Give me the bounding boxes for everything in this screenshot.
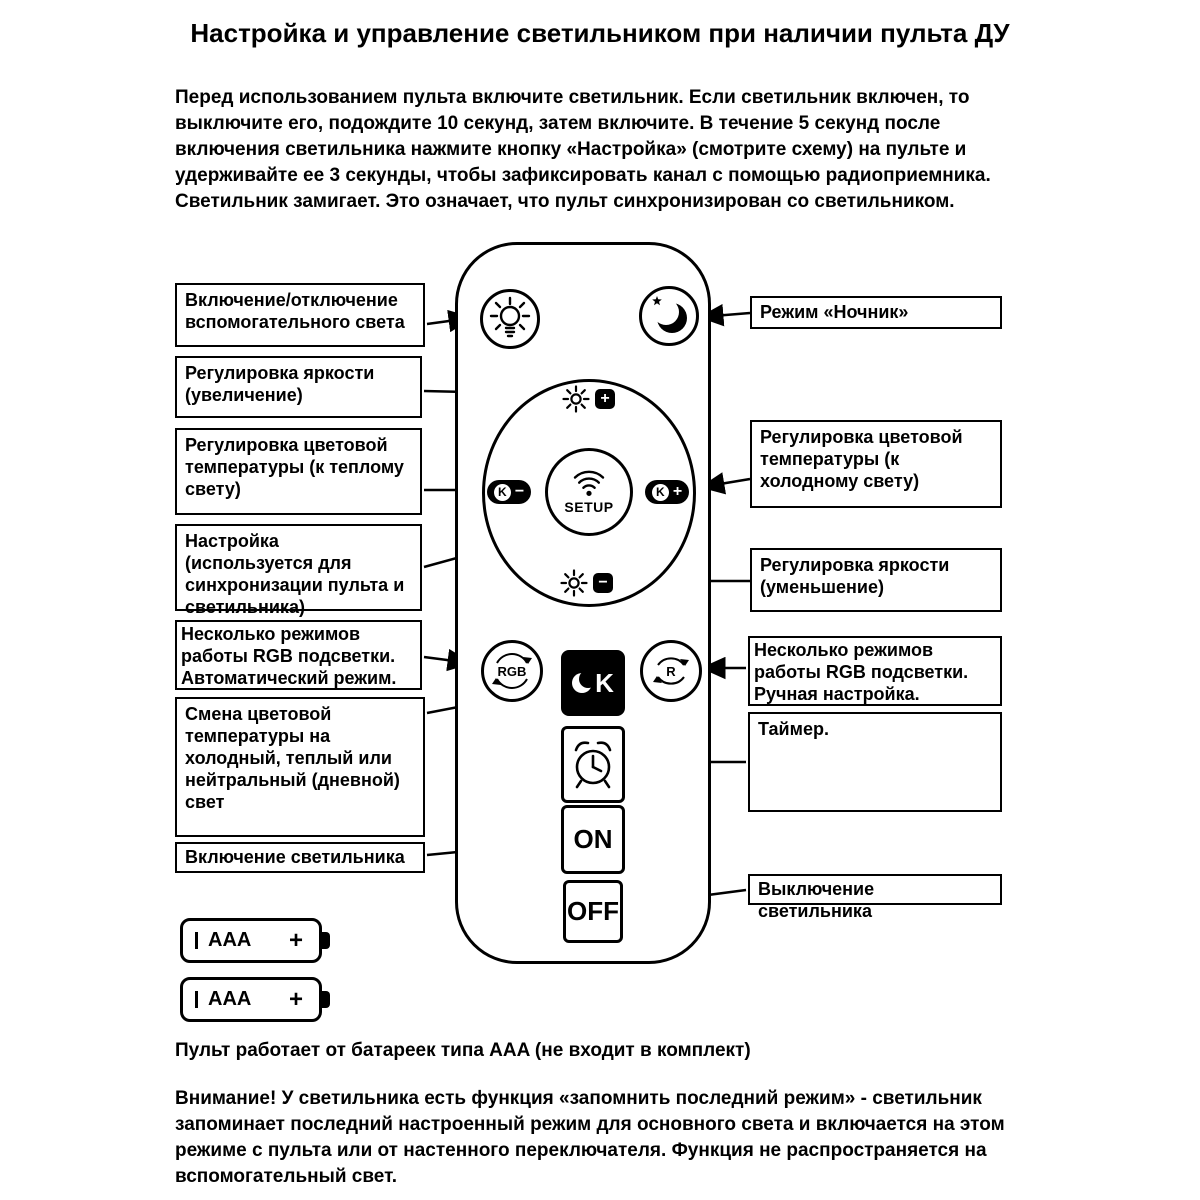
- callout-aux-light: Включение/отключение вспомогательного св…: [175, 283, 425, 347]
- setup-label: SETUP: [564, 498, 614, 515]
- callout-night-mode: Режим «Ночник»: [750, 296, 1002, 329]
- callout-rgb-auto: Несколько режимов работы RGB подсветки. …: [175, 620, 422, 690]
- callout-brightness-down: Регулировка яркости (уменьшение): [750, 548, 1002, 612]
- kelvin-icon: K: [493, 483, 511, 501]
- battery-type-label: AAA: [208, 929, 252, 951]
- minus-sign: −: [514, 483, 525, 500]
- kelvin-label: K: [595, 667, 614, 698]
- warning-paragraph: Внимание! У светильника есть функция «за…: [175, 1088, 1005, 1188]
- temp-switch-button: K: [561, 650, 625, 716]
- temp-warm-button: K −: [487, 480, 531, 504]
- minus-badge: −: [593, 573, 613, 593]
- battery-aaa: AAA +: [180, 977, 330, 1022]
- timer-button: [561, 726, 625, 803]
- sun-icon: [560, 569, 588, 597]
- rgb-label: RGB: [497, 663, 527, 679]
- callout-warm: Регулировка цветовой температуры (к тепл…: [175, 428, 422, 515]
- star-icon: [652, 296, 662, 306]
- setup-button: SETUP: [545, 448, 633, 536]
- rgb-auto-button: RGB: [481, 640, 543, 702]
- battery-plus-label: +: [288, 926, 303, 954]
- power-on-button: ON: [561, 805, 625, 874]
- battery-aaa: AAA +: [180, 918, 330, 963]
- callout-cold: Регулировка цветовой температуры (к холо…: [750, 420, 1002, 508]
- brightness-down-button: −: [560, 569, 616, 597]
- recycle-icon: [653, 657, 689, 685]
- battery-type-label: AAA: [208, 988, 252, 1010]
- plus-sign: +: [672, 483, 683, 500]
- callout-setup: Настройка (используется для синхронизаци…: [175, 524, 422, 617]
- callout-timer: Таймер.: [748, 712, 1002, 812]
- battery-terminal: [195, 991, 198, 1008]
- rgb-cycle-icon: [492, 653, 532, 689]
- remote-control: + K − K + SETUP: [455, 242, 711, 964]
- brightness-up-button: +: [562, 385, 618, 413]
- battery-terminal: [195, 932, 198, 949]
- sun-icon: [562, 385, 590, 413]
- battery-note: Пульт работает от батареек типа AAA (не …: [175, 1040, 751, 1061]
- temp-cold-button: K +: [645, 480, 689, 504]
- bulb-icon: [489, 296, 531, 338]
- night-mode-button: [639, 286, 699, 346]
- r-label: R: [666, 663, 676, 679]
- plus-badge: +: [595, 389, 615, 409]
- callout-power-off: Выключение светильника: [748, 874, 1002, 921]
- alarm-clock-icon: [574, 740, 612, 788]
- intro-paragraph: Перед использованием пульта включите све…: [175, 87, 991, 213]
- crescent-icon: [572, 670, 593, 693]
- moon-icon: [652, 296, 687, 333]
- kelvin-icon: K: [651, 483, 669, 501]
- callout-power-on: Включение светильника: [175, 842, 425, 873]
- callout-temp-switch: Смена цветовой температуры на холодный, …: [175, 697, 425, 837]
- callout-brightness-up: Регулировка яркости (увеличение): [175, 356, 422, 418]
- battery-plus-label: +: [288, 985, 303, 1013]
- rgb-manual-button: R: [640, 640, 702, 702]
- page-title: Настройка и управление светильником при …: [190, 18, 1010, 48]
- power-off-button: OFF: [563, 880, 623, 943]
- wifi-icon: [573, 470, 605, 496]
- aux-light-button: [480, 289, 540, 349]
- callout-rgb-manual: Несколько режимов работы RGB подсветки. …: [748, 636, 1002, 706]
